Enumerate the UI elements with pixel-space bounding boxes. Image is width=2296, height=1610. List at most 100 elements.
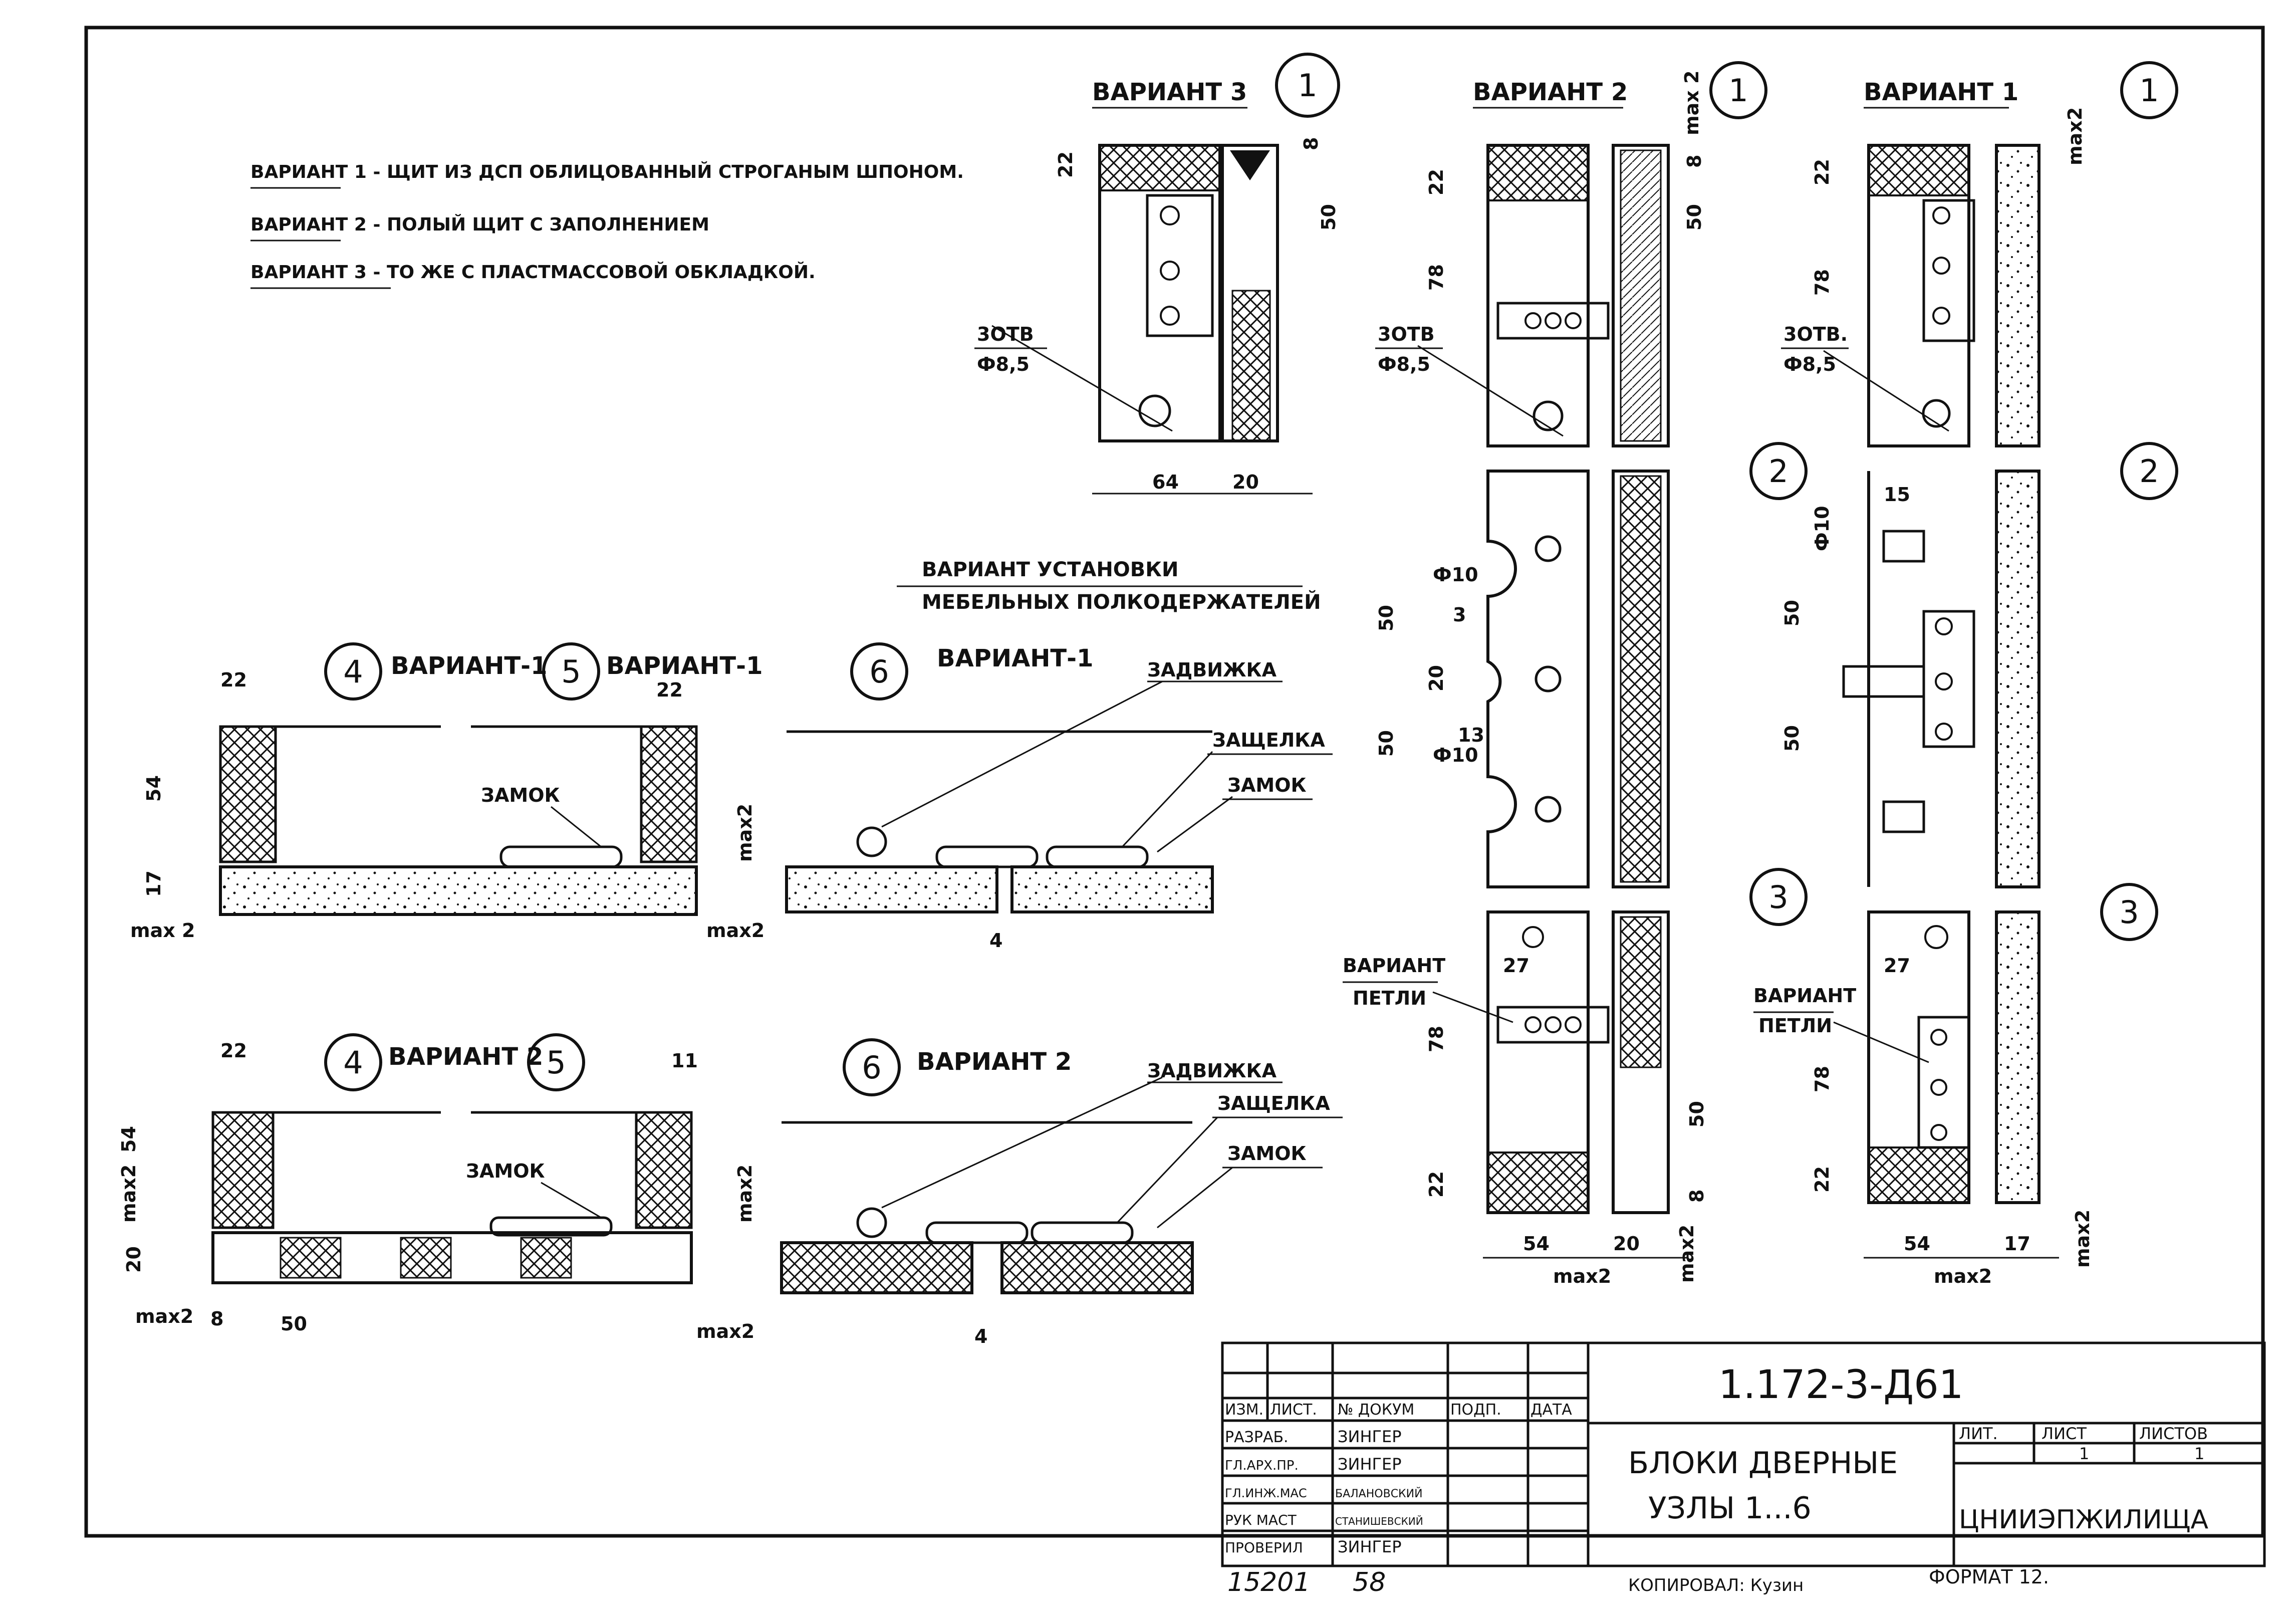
svg-text:ЗАДВИЖКА: ЗАДВИЖКА [1147, 1060, 1277, 1082]
svg-text:max2: max2 [734, 1165, 756, 1223]
svg-text:Ф8,5: Ф8,5 [1783, 353, 1836, 375]
svg-text:20: 20 [123, 1246, 145, 1273]
title-block [1221, 1341, 2266, 1567]
svg-text:4: 4 [989, 930, 1002, 952]
svg-text:8: 8 [210, 1308, 223, 1330]
svg-text:8: 8 [1300, 137, 1322, 150]
svg-text:78: 78 [1811, 269, 1833, 296]
variant1-heading: ВАРИАНТ 1 [1864, 78, 2018, 106]
svg-text:17: 17 [143, 870, 165, 897]
svg-text:№ ДОКУМ: № ДОКУМ [1338, 1401, 1414, 1419]
svg-text:54: 54 [1523, 1233, 1550, 1255]
variant2-node1-section: ВАРИАНТ 2 1 max 2 3ОТВ Ф8,5 22 78 50 8 [1375, 61, 1767, 447]
svg-text:50: 50 [1375, 605, 1397, 631]
svg-text:ВАРИАНТ: ВАРИАНТ [1343, 955, 1445, 977]
svg-text:ВАРИАНТ УСТАНОВКИ: ВАРИАНТ УСТАНОВКИ [922, 558, 1178, 581]
svg-text:13: 13 [1458, 724, 1484, 746]
nodes-4-5-variant1: 4 ВАРИАНТ-1 5 ВАРИАНТ-1 ЗАМОК 22 22 54 1… [130, 642, 764, 942]
svg-text:ЗАЩЕЛКА: ЗАЩЕЛКА [1212, 729, 1325, 751]
svg-text:6: 6 [862, 1049, 881, 1086]
svg-text:ЛИСТ.: ЛИСТ. [1270, 1401, 1317, 1419]
variant1-node2-section: 2 15 Ф10 50 50 [1781, 442, 2178, 888]
svg-text:ГЛ.ИНЖ.МАС: ГЛ.ИНЖ.МАС [1225, 1486, 1307, 1500]
svg-text:50: 50 [1686, 1101, 1708, 1127]
variant3-heading: ВАРИАНТ 3 [1092, 78, 1247, 106]
svg-text:3ОТВ: 3ОТВ [1378, 323, 1435, 345]
svg-text:БАЛАНОВСКИЙ: БАЛАНОВСКИЙ [1335, 1487, 1423, 1500]
svg-text:4: 4 [343, 653, 363, 690]
variant-notes: ВАРИАНТ 1 - ЩИТ ИЗ ДСП ОБЛИЦОВАННЫЙ СТРО… [250, 161, 964, 289]
organization-name: ЦНИИЭПЖИЛИЩА [1959, 1505, 2208, 1535]
svg-text:ЗАЩЕЛКА: ЗАЩЕЛКА [1217, 1092, 1330, 1114]
svg-text:3ОТВ: 3ОТВ [977, 323, 1034, 345]
title-block-text: 1.172-3-Д61 БЛОКИ ДВЕРНЫЕ УЗЛЫ 1...6 ИЗМ… [1225, 1362, 2208, 1556]
svg-text:ПРОВЕРИЛ: ПРОВЕРИЛ [1225, 1539, 1303, 1556]
svg-text:15: 15 [1884, 484, 1910, 506]
svg-text:54: 54 [118, 1126, 140, 1153]
svg-text:78: 78 [1425, 264, 1447, 291]
svg-text:ЗИНГЕР: ЗИНГЕР [1338, 1427, 1402, 1446]
svg-text:Ф8,5: Ф8,5 [977, 353, 1030, 375]
svg-text:ИЗМ.: ИЗМ. [1225, 1401, 1263, 1419]
svg-text:8: 8 [1686, 1190, 1708, 1203]
svg-text:20: 20 [1425, 665, 1447, 692]
svg-text:РАЗРАБ.: РАЗРАБ. [1225, 1429, 1289, 1446]
svg-text:max2: max2 [696, 1320, 754, 1342]
variant2-heading: ВАРИАНТ 2 [1473, 78, 1628, 106]
nodes-4-5-variant2: 4 ВАРИАНТ 2 5 ЗАМОК 22 11 54 max2 20 max… [118, 1033, 756, 1342]
svg-text:max2: max2 [2064, 107, 2086, 165]
svg-text:50: 50 [1781, 725, 1803, 752]
document-title-line2: УЗЛЫ 1...6 [1648, 1491, 1812, 1526]
svg-text:1: 1 [2079, 1444, 2089, 1463]
svg-text:Ф10: Ф10 [1433, 744, 1478, 766]
svg-text:max2: max2 [1676, 1225, 1698, 1283]
svg-text:max2: max2 [1934, 1265, 1992, 1287]
svg-text:max2: max2 [734, 804, 756, 862]
svg-text:МЕБЕЛЬНЫХ ПОЛКОДЕРЖАТЕЛЕЙ: МЕБЕЛЬНЫХ ПОЛКОДЕРЖАТЕЛЕЙ [922, 590, 1321, 614]
node-6-variant2: 6 ВАРИАНТ 2 ЗАДВИЖКА ЗАЩЕЛКА ЗАМОК 4 [780, 1038, 1343, 1347]
svg-text:Ф10: Ф10 [1433, 564, 1478, 586]
svg-text:ВАРИАНТ 2: ВАРИАНТ 2 [388, 1043, 543, 1071]
svg-text:max2: max2 [135, 1305, 193, 1327]
variant1-node1-section: ВАРИАНТ 1 1 3ОТВ. Ф8,5 22 78 max2 [1781, 61, 2178, 447]
svg-text:max 2: max 2 [1681, 71, 1703, 135]
svg-text:1: 1 [1728, 72, 1748, 109]
svg-text:20: 20 [1613, 1233, 1640, 1255]
svg-text:58: 58 [1353, 1567, 1386, 1597]
svg-text:3ОТВ.: 3ОТВ. [1783, 323, 1848, 345]
svg-text:ЗАМОК: ЗАМОК [481, 784, 560, 806]
svg-text:2: 2 [2139, 453, 2159, 490]
svg-text:ВАРИАНТ-1: ВАРИАНТ-1 [937, 644, 1093, 672]
svg-text:ГЛ.АРХ.ПР.: ГЛ.АРХ.ПР. [1225, 1458, 1299, 1473]
svg-text:78: 78 [1425, 1026, 1447, 1052]
svg-text:ЗИНГЕР: ЗИНГЕР [1338, 1455, 1402, 1474]
svg-text:1: 1 [1298, 67, 1317, 104]
svg-text:22: 22 [1425, 169, 1447, 195]
svg-text:22: 22 [1425, 1171, 1447, 1198]
svg-text:54: 54 [1904, 1233, 1930, 1255]
svg-text:ПЕТЛИ: ПЕТЛИ [1758, 1015, 1832, 1037]
svg-text:17: 17 [2004, 1233, 2030, 1255]
svg-text:max2: max2 [2072, 1210, 2094, 1268]
document-code: 1.172-3-Д61 [1718, 1362, 1963, 1408]
variant3-node1-section: ВАРИАНТ 3 1 3ОТВ Ф8,5 22 50 8 64 20 [974, 53, 1340, 495]
svg-text:ЛИСТОВ: ЛИСТОВ [2139, 1424, 2208, 1443]
svg-text:27: 27 [1884, 955, 1910, 977]
svg-text:1: 1 [2139, 72, 2159, 109]
note-variant-1: ВАРИАНТ 1 - ЩИТ ИЗ ДСП ОБЛИЦОВАННЫЙ СТРО… [250, 161, 964, 182]
svg-text:50: 50 [281, 1313, 307, 1335]
svg-text:Ф8,5: Ф8,5 [1378, 353, 1430, 375]
svg-text:ФОРМАТ 12.: ФОРМАТ 12. [1929, 1566, 2049, 1588]
svg-text:max 2: max 2 [130, 919, 195, 942]
svg-text:5: 5 [546, 1044, 566, 1081]
node-1-marker [1275, 53, 1340, 118]
svg-text:РУК МАСТ: РУК МАСТ [1225, 1512, 1297, 1528]
svg-text:22: 22 [220, 1040, 247, 1062]
svg-text:ПОДП.: ПОДП. [1450, 1401, 1501, 1419]
svg-text:2: 2 [1768, 453, 1788, 490]
variant2-node3-section: 3 ВАРИАНТ ПЕТЛИ 27 78 22 50 8 54 20 max2… [1343, 868, 1808, 1287]
svg-text:КОПИРОВАЛ: Кузин: КОПИРОВАЛ: Кузин [1628, 1575, 1804, 1595]
svg-text:22: 22 [656, 679, 683, 701]
svg-text:СТАНИШЕВСКИЙ: СТАНИШЕВСКИЙ [1335, 1515, 1423, 1527]
